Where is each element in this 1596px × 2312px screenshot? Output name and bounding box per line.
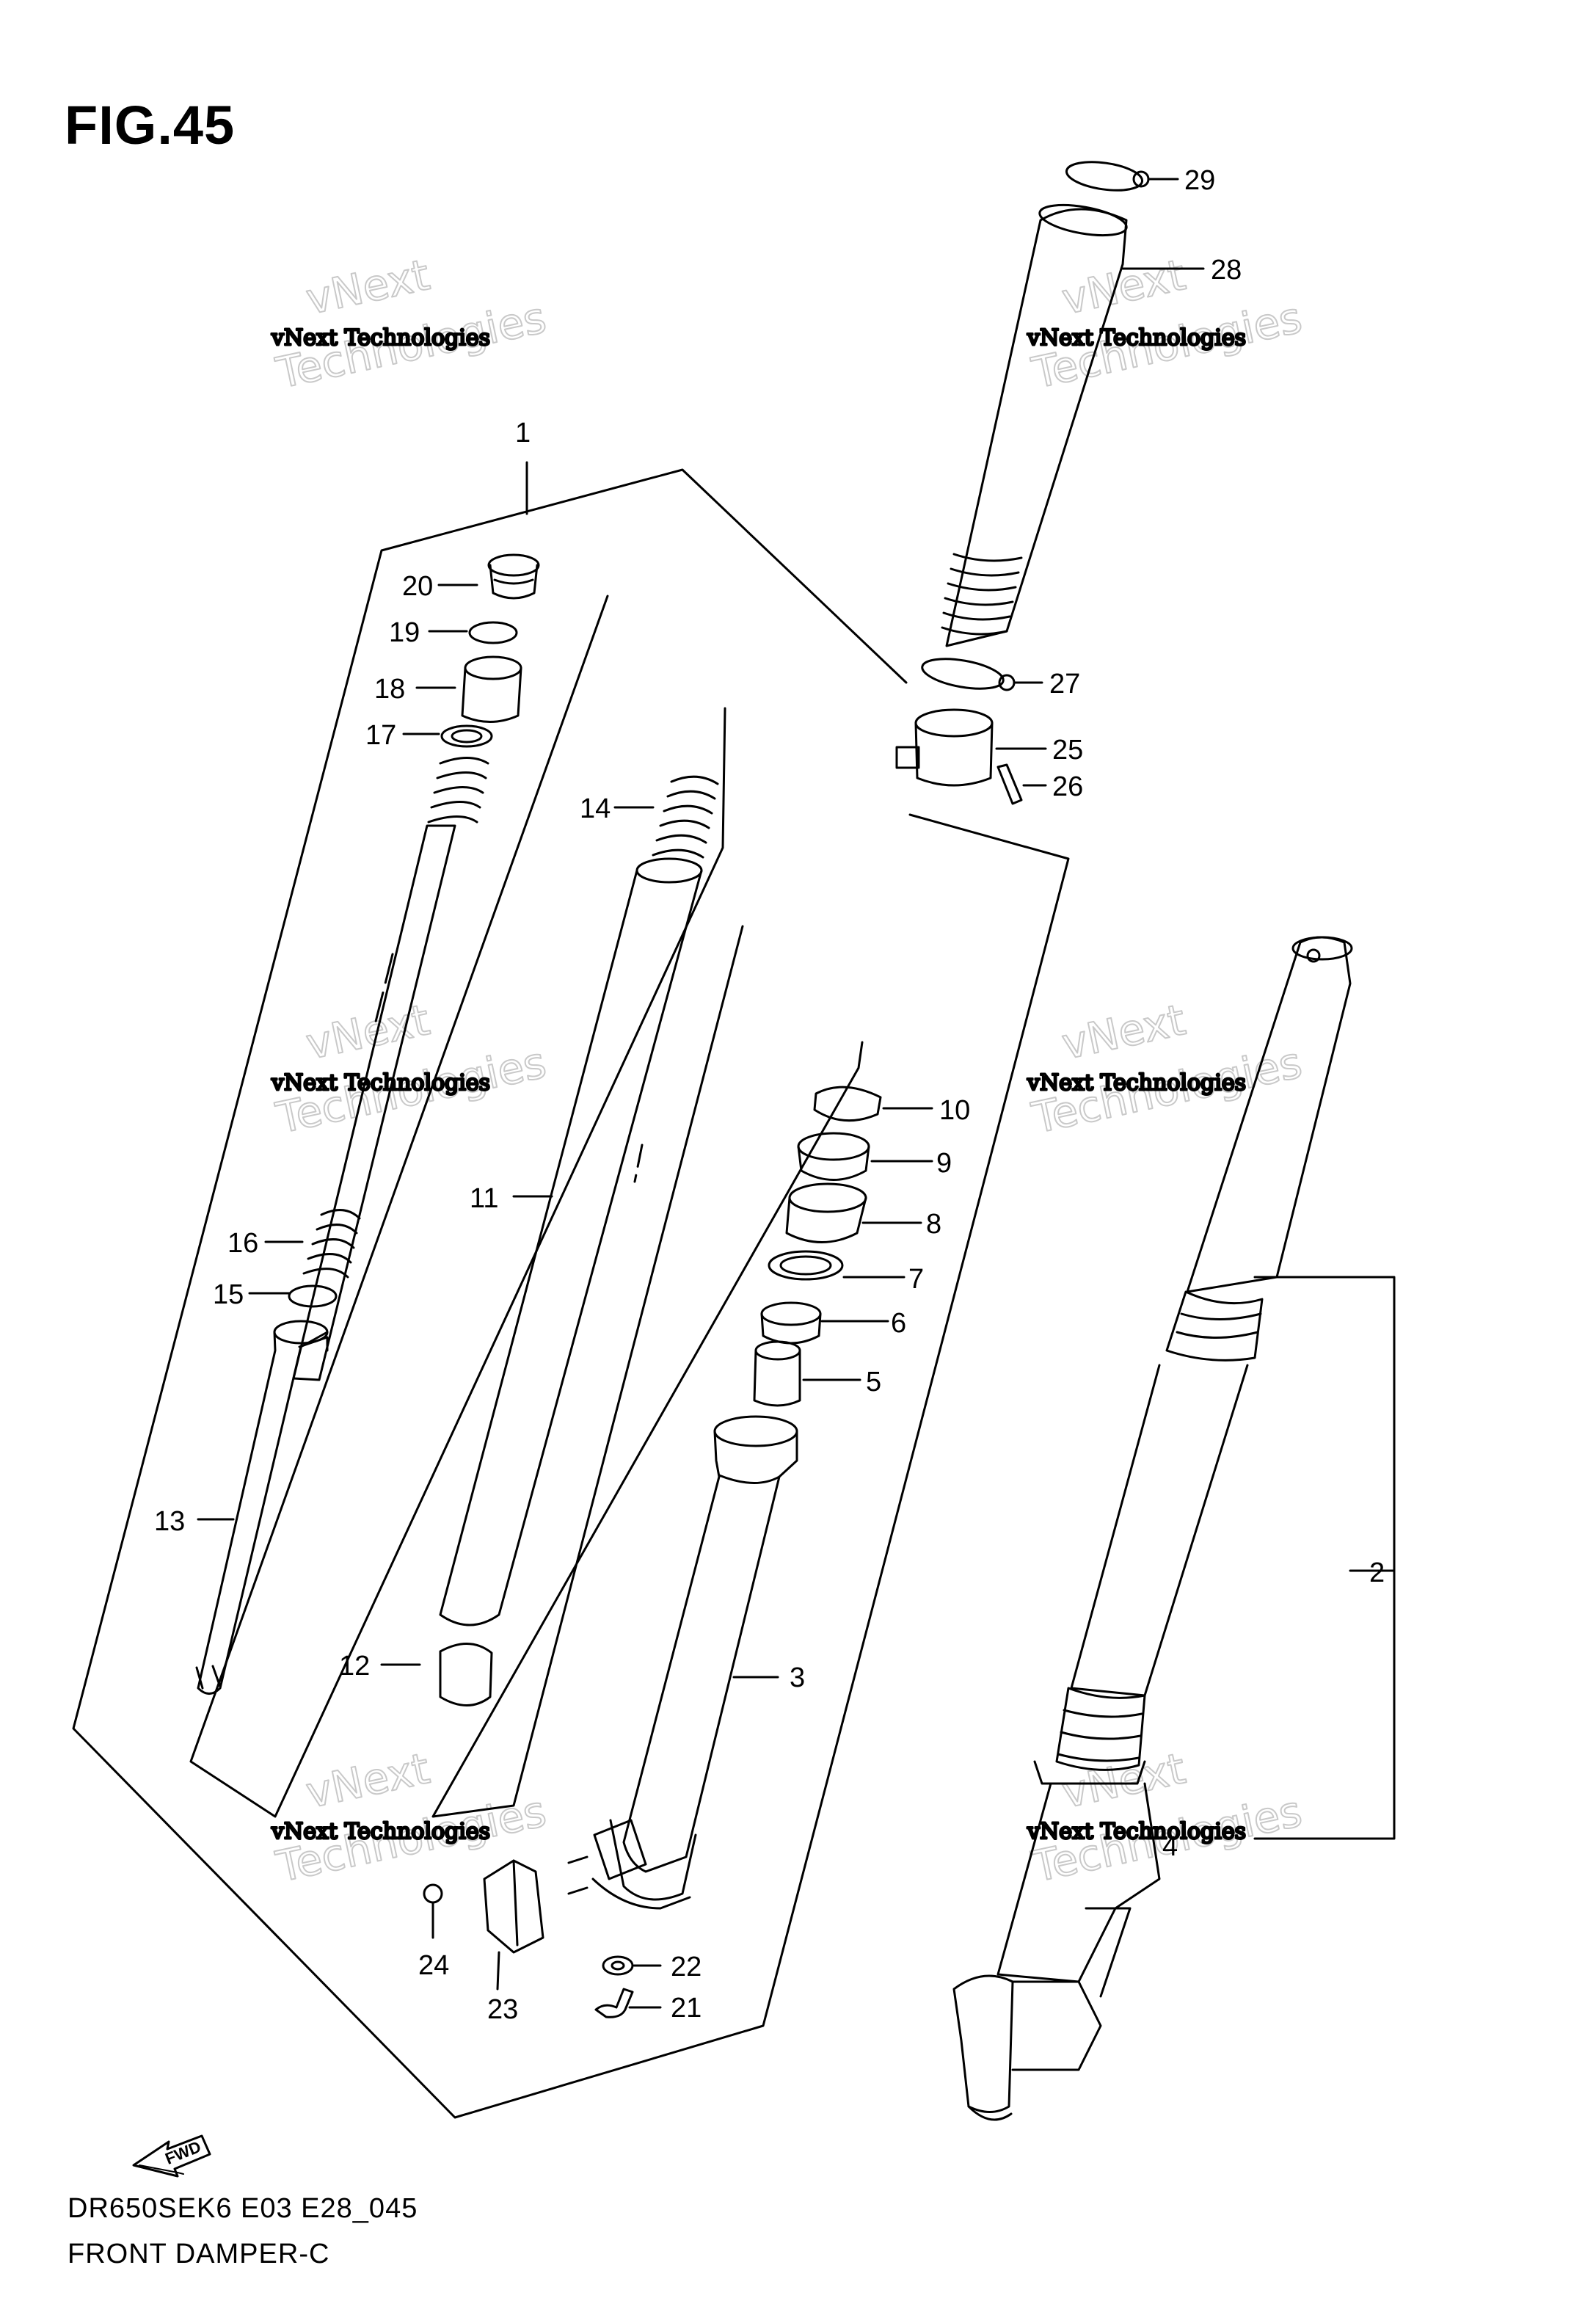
part-13-damper-rod: [195, 1320, 329, 1695]
part-27-band: [921, 658, 1043, 691]
part-12-slide-bush: [380, 1643, 493, 1706]
callout-14: 14: [580, 793, 611, 824]
part-14-spring: [613, 775, 719, 859]
callout-9: 9: [936, 1148, 952, 1179]
svg-text:vNext Technologies: vNext Technologies: [271, 1819, 490, 1844]
part-19-o-ring: [428, 621, 518, 644]
callout-10: 10: [939, 1095, 970, 1126]
part-25-collar: [895, 708, 1047, 787]
callout-11: 11: [470, 1183, 498, 1214]
callout-16: 16: [227, 1228, 258, 1259]
fwd-arrow-icon: FWD: [132, 2134, 211, 2178]
part-17-washer: [402, 724, 493, 748]
group-frame-inner-b: [431, 925, 864, 1818]
svg-text:vNext Technologies: vNext Technologies: [271, 325, 490, 351]
callout-29: 29: [1184, 165, 1215, 196]
part-7-washer: [768, 1250, 906, 1281]
part-20-cap-bolt: [437, 553, 540, 600]
watermark-group: Technologies vNext vNext Technologies Te…: [270, 249, 1307, 1892]
svg-text:vNext Technologies: vNext Technologies: [1027, 1070, 1246, 1096]
model-code: DR650SEK6 E03 E28_045: [68, 2193, 418, 2224]
part-11-inner-tube: [439, 857, 703, 1626]
callout-22: 22: [671, 1952, 702, 1982]
figure-name: FRONT DAMPER-C: [68, 2239, 330, 2269]
callout-21: 21: [671, 1993, 702, 2024]
callout-1: 1: [515, 418, 531, 448]
figure-title: FIG.45: [65, 95, 236, 156]
part-16-spring: [264, 1209, 361, 1279]
part-29-clamp: [1065, 161, 1179, 192]
callout-20: 20: [402, 571, 433, 602]
part-8-oil-seal: [785, 1182, 922, 1243]
callout-2: 2: [1369, 1557, 1385, 1588]
part-2-fork-assembly: [952, 936, 1353, 2121]
callout-19: 19: [389, 617, 420, 648]
watermark-4: Technologies vNext vNext Technologies: [1026, 994, 1307, 1144]
callout-17: 17: [365, 720, 396, 751]
svg-text:vNext Technologies: vNext Technologies: [1027, 1819, 1246, 1844]
part-24-nut: [423, 1883, 443, 1939]
part-28-boot: [941, 203, 1205, 647]
part-9-dust-seal: [797, 1132, 933, 1181]
watermark-2: Technologies vNext vNext Technologies: [1026, 249, 1307, 399]
callout-24: 24: [418, 1950, 449, 1981]
part-10-stopper: [813, 1086, 933, 1122]
svg-text:vNext Technologies: vNext Technologies: [271, 1070, 490, 1096]
callout-8: 8: [926, 1209, 941, 1240]
part-5-bush: [753, 1340, 861, 1407]
group-frame-2: [1253, 1276, 1396, 1840]
callout-18: 18: [374, 674, 405, 705]
callout-26: 26: [1052, 771, 1083, 802]
callout-15: 15: [213, 1279, 244, 1310]
callout-28: 28: [1211, 255, 1242, 286]
part-21-bolt: [594, 1988, 662, 2018]
part-spring-upper: [292, 757, 489, 1381]
callout-7: 7: [908, 1264, 924, 1295]
svg-text:vNext: vNext: [302, 1743, 434, 1818]
svg-text:vNext: vNext: [302, 995, 434, 1069]
part-23-axle-holder: [483, 1855, 589, 1991]
callout-6: 6: [891, 1308, 906, 1339]
svg-text:vNext: vNext: [1057, 1743, 1189, 1818]
callout-25: 25: [1052, 735, 1083, 766]
callout-labels: 1 2 3 4 5 6 7 8 9 10 11 12 13 14 15 16 1…: [154, 165, 1385, 2025]
part-18-spacer: [415, 655, 522, 723]
part-22-washer: [602, 1955, 662, 1976]
watermark-3: Technologies vNext vNext Technologies: [270, 994, 551, 1144]
part-3-outer-tube: [591, 1415, 798, 1910]
callout-12: 12: [339, 1651, 370, 1682]
part-26-bolt: [996, 763, 1047, 805]
group-frame-inner-a: [189, 595, 726, 1818]
svg-text:vNext Technologies: vNext Technologies: [1027, 325, 1246, 351]
callout-13: 13: [154, 1506, 185, 1537]
svg-text:vNext: vNext: [302, 250, 434, 324]
group-frame-1: [72, 461, 1070, 2119]
callout-27: 27: [1049, 669, 1080, 699]
watermark-1: Technologies vNext vNext Technologies: [270, 249, 551, 399]
svg-text:vNext: vNext: [1057, 995, 1189, 1069]
watermark-5: Technologies vNext vNext Technologies: [270, 1742, 551, 1892]
part-6-bush: [760, 1301, 889, 1345]
callout-3: 3: [790, 1662, 805, 1693]
callout-4: 4: [1162, 1831, 1178, 1862]
callout-5: 5: [866, 1367, 881, 1397]
callout-23: 23: [487, 1994, 518, 2025]
part-15-washer: [248, 1284, 338, 1308]
